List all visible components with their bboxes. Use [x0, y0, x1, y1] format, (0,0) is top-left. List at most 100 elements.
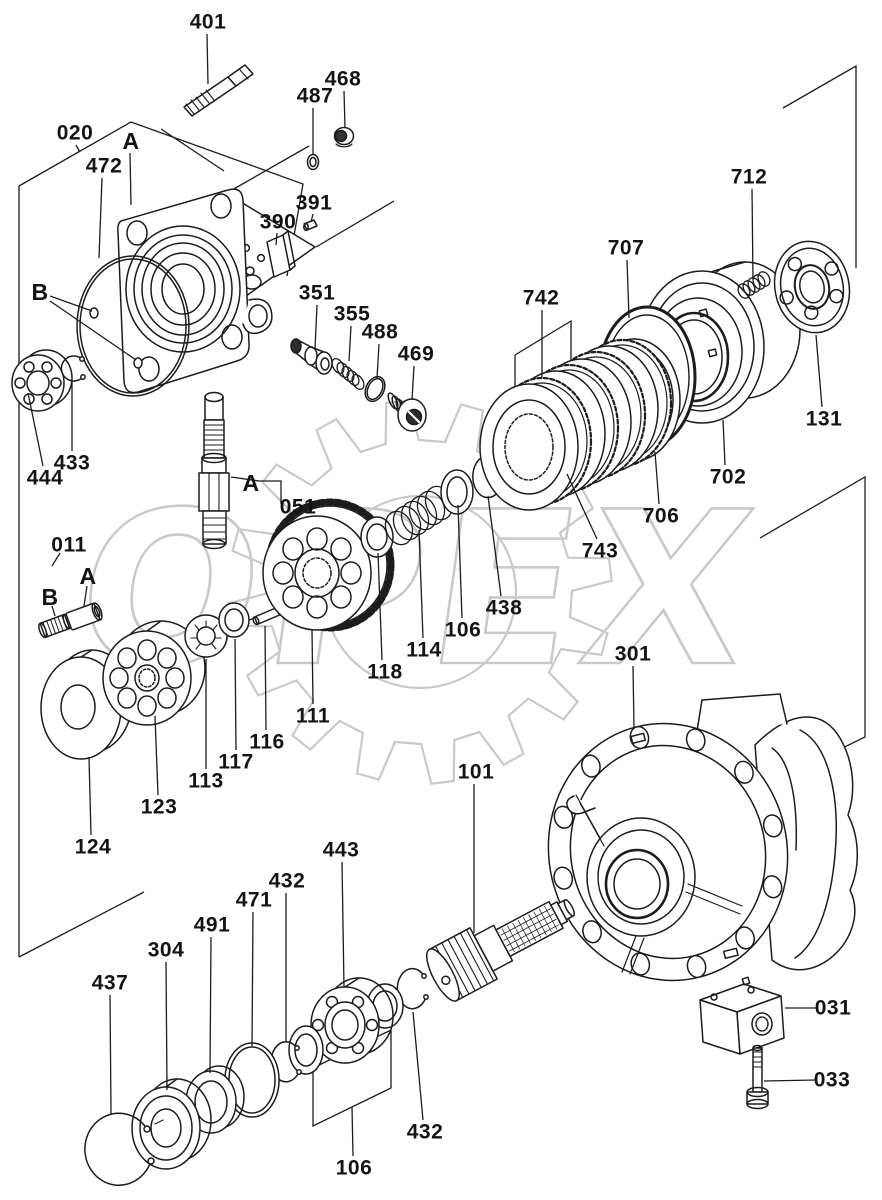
leader-444-0 — [27, 392, 44, 467]
leader-B-0 — [49, 295, 93, 312]
part-label-707-14: 707 — [608, 237, 645, 260]
part-label-116-32: 116 — [249, 731, 284, 754]
planetary-gear-111 — [262, 498, 395, 632]
cylinder-block-123 — [102, 620, 206, 726]
leader-488-0 — [376, 343, 380, 379]
part-label-051-27: 051 — [280, 496, 317, 519]
part-label-351-9: 351 — [299, 282, 336, 305]
plate-390 — [266, 230, 296, 278]
washer-487 — [306, 153, 320, 171]
leader-020-0 — [75, 144, 81, 153]
gear-housing-301 — [547, 693, 858, 982]
leader-117-0 — [234, 638, 237, 751]
leader-706-0 — [654, 451, 660, 505]
part-label-472-5: 472 — [86, 155, 123, 178]
panel-line-11 — [160, 128, 225, 172]
pin-391 — [303, 219, 318, 231]
part-label-123-35: 123 — [141, 796, 178, 819]
part-label-A-26: A — [242, 470, 259, 496]
leader-712-0 — [751, 188, 754, 281]
part-label-433-25: 433 — [54, 452, 91, 475]
leader-438-0 — [487, 495, 502, 597]
bolt-033 — [746, 1044, 769, 1110]
part-label-488-11: 488 — [362, 321, 399, 344]
spring-355 — [331, 357, 365, 391]
panel-line-14 — [315, 200, 395, 248]
plug-469 — [387, 392, 427, 432]
washer-106 — [440, 469, 474, 515]
part-label-020-3: 020 — [57, 122, 94, 145]
leader-743-0 — [566, 473, 598, 540]
relief-valve-051 — [198, 391, 230, 550]
part-label-B-30: B — [41, 584, 58, 610]
o-ring-472 — [76, 255, 190, 397]
bearing-131 — [773, 240, 851, 334]
panel-line-9 — [259, 480, 282, 504]
plug-468 — [333, 126, 355, 148]
oil-seal-304 — [131, 1078, 212, 1170]
part-label-A-29: A — [79, 563, 96, 589]
leader-351-0 — [314, 304, 318, 350]
part-label-432-45: 432 — [407, 1121, 444, 1144]
part-label-124-36: 124 — [75, 836, 112, 859]
part-label-114-22: 114 — [406, 639, 441, 662]
leader-471-0 — [251, 911, 254, 1047]
fitting-351 — [290, 338, 333, 375]
leader-123-0 — [154, 715, 159, 796]
washer-106-left — [288, 1025, 324, 1075]
friction-disc-pack-742-743 — [479, 338, 673, 511]
leader-702-0 — [722, 419, 726, 466]
leader-355-0 — [348, 325, 352, 362]
part-label-031-47: 031 — [815, 997, 852, 1020]
part-label-491-42: 491 — [194, 914, 231, 937]
bearing-443 — [310, 977, 394, 1064]
leader-114-0 — [418, 529, 424, 639]
part-label-106-21: 106 — [445, 619, 482, 642]
solenoid-valve-031 — [699, 976, 785, 1055]
part-label-106-46: 106 — [336, 1157, 373, 1180]
part-label-111-31: 111 — [296, 705, 330, 728]
part-label-743-19: 743 — [582, 540, 619, 563]
part-label-390-8: 390 — [260, 211, 297, 234]
part-label-712-13: 712 — [731, 166, 768, 189]
part-label-391-7: 391 — [296, 192, 333, 215]
part-label-033-48: 033 — [814, 1069, 851, 1092]
part-label-B-6: B — [31, 279, 48, 305]
leader-033-0 — [763, 1079, 817, 1082]
retainer-plate-124 — [40, 649, 133, 760]
group-leader-lines — [27, 33, 823, 1157]
spring-712 — [737, 271, 771, 299]
leader-390-0 — [275, 232, 278, 246]
washer-117 — [218, 602, 250, 638]
leader-111-0 — [311, 629, 314, 705]
leader-118-0 — [377, 552, 383, 661]
part-label-702-17: 702 — [710, 466, 747, 489]
pin-116 — [252, 606, 281, 626]
panel-line-10 — [230, 476, 260, 482]
leader-304-0 — [165, 961, 168, 1091]
o-ring-488 — [364, 375, 386, 403]
leader-491-0 — [209, 936, 212, 1074]
part-label-444-24: 444 — [27, 467, 64, 490]
part-label-468-2: 468 — [325, 68, 362, 91]
leader-106-0 — [351, 1106, 354, 1157]
leader-472-0 — [98, 177, 103, 259]
panel-line-15 — [51, 552, 61, 567]
bushing-011 — [65, 602, 103, 631]
part-label-117-33: 117 — [218, 751, 253, 774]
part-label-304-43: 304 — [148, 939, 185, 962]
leader-468-0 — [343, 90, 346, 129]
part-label-401-0: 401 — [190, 11, 227, 34]
part-label-113-34: 113 — [188, 770, 223, 793]
part-label-437-44: 437 — [92, 972, 129, 995]
panel-line-13 — [231, 145, 310, 191]
part-label-432-40: 432 — [269, 870, 306, 893]
leader-391-0 — [310, 213, 314, 223]
part-label-471-41: 471 — [236, 889, 273, 912]
leader-432-0 — [412, 1011, 424, 1121]
leader-B-1 — [49, 300, 137, 361]
leader-301-0 — [632, 665, 635, 730]
part-label-742-15: 742 — [523, 287, 560, 310]
